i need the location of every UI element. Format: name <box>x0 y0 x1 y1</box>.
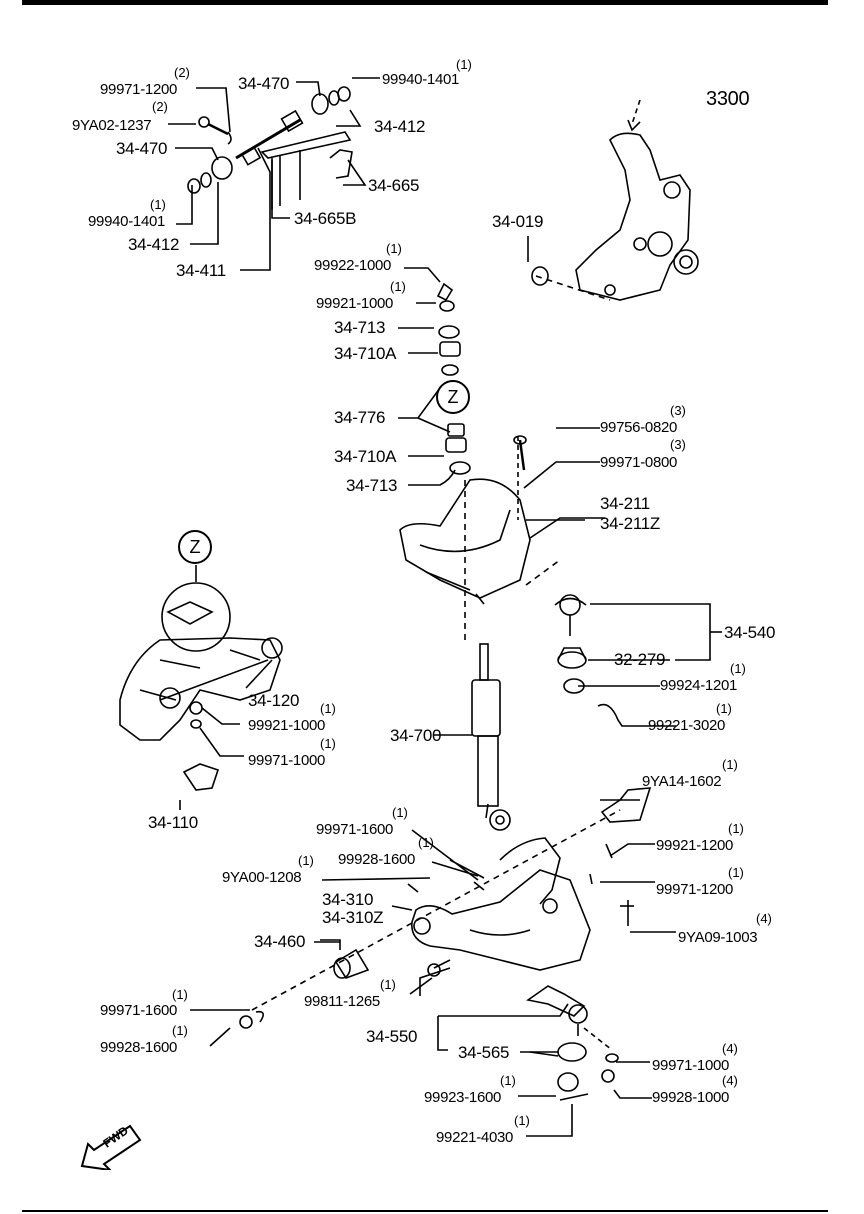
part-label: 99811-1265 <box>304 993 380 1010</box>
part-label: 99971-1000 <box>248 752 326 769</box>
part-label: 34-211 <box>600 494 650 513</box>
part-label: 99928-1600 <box>338 851 416 868</box>
qty-l15: (1) <box>390 279 406 294</box>
qty-l49: (4) <box>722 1041 738 1056</box>
qty-l28: (1) <box>716 701 732 716</box>
part-label: 99922-1000 <box>314 257 392 274</box>
part-label: 99971-0800 <box>600 454 678 471</box>
forward-direction-arrow: FWD <box>78 1122 148 1170</box>
part-label: 34-713 <box>346 476 398 495</box>
qty-l45: (1) <box>380 977 396 992</box>
part-label: 34-310Z <box>322 908 384 927</box>
lower-ball-joint <box>526 985 619 1092</box>
qty-l2: (2) <box>152 99 168 114</box>
part-label: 34-710A <box>334 344 397 363</box>
qty-l1: (2) <box>174 65 190 80</box>
part-label: 99971-1000 <box>652 1057 730 1074</box>
part-label: 99928-1600 <box>100 1039 178 1056</box>
qty-l37: (1) <box>298 853 314 868</box>
part-label: 99924-1201 <box>660 677 738 694</box>
qty-l50: (1) <box>500 1073 516 1088</box>
qty-l22: (3) <box>670 437 686 452</box>
part-label: 34-565 <box>458 1043 510 1062</box>
qty-l14: (1) <box>386 241 402 256</box>
part-label: 99971-1600 <box>100 1002 178 1019</box>
qty-l43: (4) <box>756 911 772 926</box>
part-label: 34-120 <box>248 691 300 710</box>
qty-l34: (1) <box>722 757 738 772</box>
part-label: 34-710A <box>334 447 397 466</box>
qty-l51: (4) <box>722 1073 738 1088</box>
part-label: 99221-3020 <box>648 717 726 734</box>
part-label: 99971-1600 <box>316 821 394 838</box>
frame-bracket-detail <box>119 565 283 810</box>
qty-l4: (1) <box>456 57 472 72</box>
part-label: 34-700 <box>390 726 442 745</box>
part-label: 34-713 <box>334 318 386 337</box>
part-label: 99928-1000 <box>652 1089 730 1106</box>
part-label: 9YA09-1003 <box>678 929 758 946</box>
upper-control-arm <box>399 427 605 605</box>
part-label: 34-412 <box>128 235 180 254</box>
part-label: 99756-0820 <box>600 419 678 436</box>
qty-l39: (1) <box>728 865 744 880</box>
part-label: 34-470 <box>116 139 168 158</box>
qty-l46: (1) <box>172 1023 188 1038</box>
part-label: 34-310 <box>322 890 374 909</box>
part-label: 99923-1600 <box>424 1089 502 1106</box>
part-label: 34-460 <box>254 932 306 951</box>
part-label: 99921-1200 <box>656 837 734 854</box>
part-label: 34-540 <box>724 623 776 642</box>
part-label: 99940-1401 <box>88 213 166 230</box>
detail-marker-z: Z <box>178 530 212 564</box>
shock-absorber <box>434 643 511 831</box>
arrow-icon <box>80 1124 142 1170</box>
qty-l21: (3) <box>670 403 686 418</box>
part-label: 34-412 <box>374 117 426 136</box>
part-label: 34-665B <box>294 209 357 228</box>
part-label: 99921-1000 <box>316 295 394 312</box>
qty-l38: (1) <box>728 821 744 836</box>
qty-l30: (1) <box>320 701 336 716</box>
part-label: 34-019 <box>492 212 544 231</box>
part-label: 34-550 <box>366 1027 418 1046</box>
detail-marker-z: Z <box>436 380 470 414</box>
part-label: 32-279 <box>614 650 666 669</box>
part-label: 99221-4030 <box>436 1129 514 1146</box>
qty-l31: (1) <box>320 736 336 751</box>
part-label: 99971-1200 <box>100 81 178 98</box>
part-label: 34-211Z <box>600 514 660 533</box>
lower-control-arm <box>239 787 652 1029</box>
shock-upper-mount <box>398 267 471 640</box>
stabilizer-link-group <box>168 77 380 271</box>
part-label: 34-665 <box>368 176 420 195</box>
part-label: 34-776 <box>334 408 386 427</box>
top-border <box>22 0 828 5</box>
qty-l27: (1) <box>730 661 746 676</box>
qty-l44: (1) <box>172 987 188 1002</box>
part-label: 9YA02-1237 <box>72 117 152 134</box>
part-label: 34-110 <box>148 813 198 832</box>
part-label: 34-411 <box>176 261 226 280</box>
lower-leaders <box>190 799 676 1137</box>
part-label: 99921-1000 <box>248 717 326 734</box>
part-label: 34-470 <box>238 74 290 93</box>
part-label: 9YA00-1208 <box>222 869 302 886</box>
part-label: 99940-1401 <box>382 71 460 88</box>
bottom-border <box>22 1210 828 1212</box>
steering-knuckle <box>527 99 699 301</box>
qty-l8: (1) <box>150 197 166 212</box>
qty-l36: (1) <box>418 835 434 850</box>
qty-l35: (1) <box>392 805 408 820</box>
part-label: 9YA14-1602 <box>642 773 722 790</box>
part-label: 99971-1200 <box>656 881 734 898</box>
part-label: 3300 <box>706 88 750 110</box>
qty-l52: (1) <box>514 1113 530 1128</box>
upper-ball-joint <box>554 594 722 727</box>
